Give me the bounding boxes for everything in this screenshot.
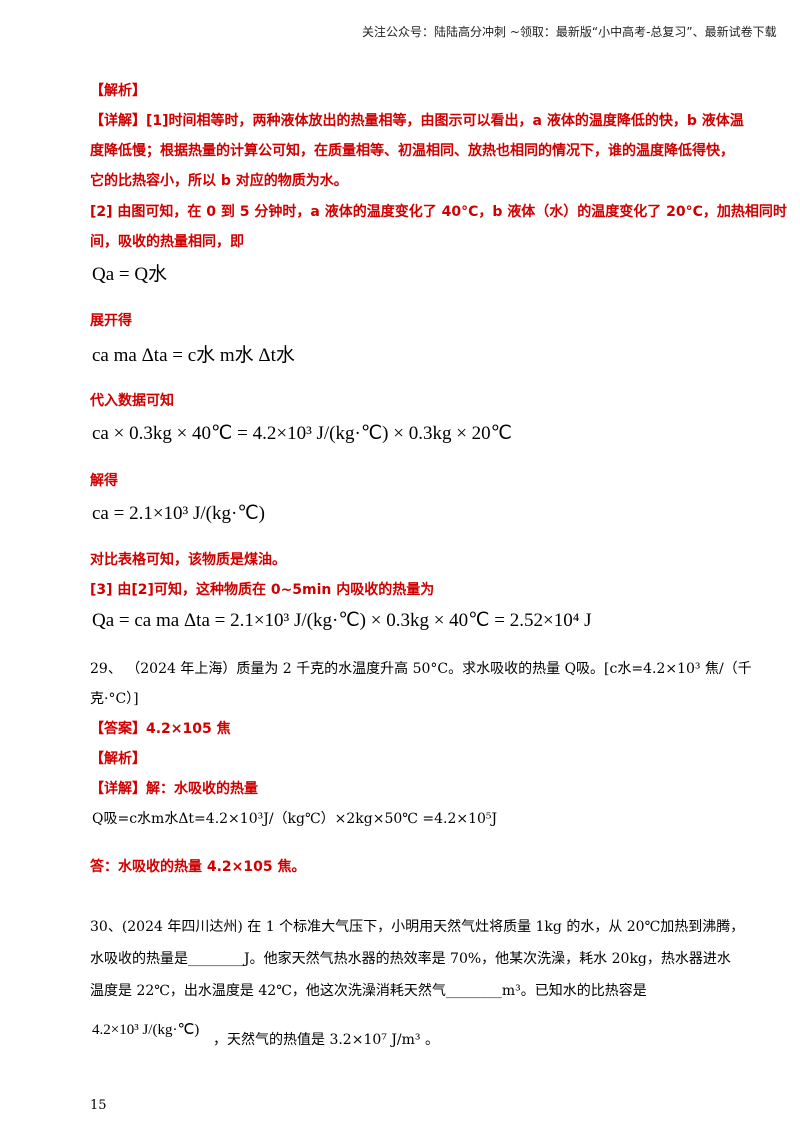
- detail-text: 间，吸收的热量相同，即: [90, 234, 244, 250]
- answer-label: 【答案】4.2×105 焦: [90, 721, 231, 737]
- conclusion-text: 对比表格可知，该物质是煤油。: [90, 552, 286, 568]
- formula-equation: ca ma Δta = c水 m水 Δt水: [92, 345, 295, 366]
- step-label: 展开得: [90, 313, 132, 329]
- formula-equation: Qa = Q水: [92, 264, 168, 285]
- answer-text: 答：水吸收的热量 4.2×105 焦。: [90, 859, 306, 875]
- question-29: 29、 （2024 年上海）质量为 2 千克的水温度升高 50°C。求水吸收的热…: [90, 661, 752, 677]
- question-30: 30、(2024 年四川达州) 在 1 个标准大气压下，小明用天然气灶将质量 1…: [90, 919, 745, 935]
- formula-equation: 4.2×10³ J/(kg·℃): [92, 1022, 200, 1038]
- analysis-label: 【解析】: [90, 751, 146, 767]
- question-29: 克·°C）]: [90, 691, 139, 707]
- formula-equation: ca = 2.1×10³ J/(kg·℃): [92, 503, 265, 524]
- formula-equation: Qa = ca ma Δta = 2.1×10³ J/(kg·℃) × 0.3k…: [92, 610, 592, 631]
- formula-equation: ca × 0.3kg × 40℃ = 4.2×10³ J/(kg·℃) × 0.…: [92, 423, 513, 444]
- detail-text: 它的比热容小，所以 b 对应的物质为水。: [90, 173, 348, 189]
- detail-text: 度降低慢；根据热量的计算公可知，在质量相等、初温相同、放热也相同的情况下，谁的温…: [90, 143, 734, 159]
- page-number: 15: [90, 1098, 107, 1113]
- question-30: ，天然气的热值是 3.2×10⁷ J/m³ 。: [213, 1032, 439, 1048]
- detail-text: 【详解】解：水吸收的热量: [90, 781, 258, 797]
- detail-text: [3] 由[2]可知，这种物质在 0~5min 内吸收的热量为: [90, 582, 435, 598]
- detail-text: 【详解】[1]时间相等时，两种液体放出的热量相等，由图示可以看出，a 液体的温度…: [90, 113, 744, 129]
- detail-text: [2] 由图可知，在 0 到 5 分钟时，a 液体的温度变化了 40°C，b 液…: [90, 204, 787, 220]
- step-label: 解得: [90, 473, 118, 489]
- formula-equation: Q吸=c水m水Δt=4.2×10³J/（kg℃）×2kg×50℃ =4.2×10…: [92, 811, 498, 827]
- page-header: 关注公众号：陆陆高分冲刺 ~领取：最新版“小中高考-总复习”、最新试卷下载: [362, 25, 777, 39]
- analysis-label: 【解析】: [90, 83, 146, 99]
- question-30: 水吸收的热量是________J。他家天然气热水器的热效率是 70%，他某次洗澡…: [90, 951, 731, 967]
- question-30: 温度是 22℃，出水温度是 42℃，他这次洗澡消耗天然气________m³。已…: [90, 983, 647, 999]
- step-label: 代入数据可知: [90, 393, 174, 409]
